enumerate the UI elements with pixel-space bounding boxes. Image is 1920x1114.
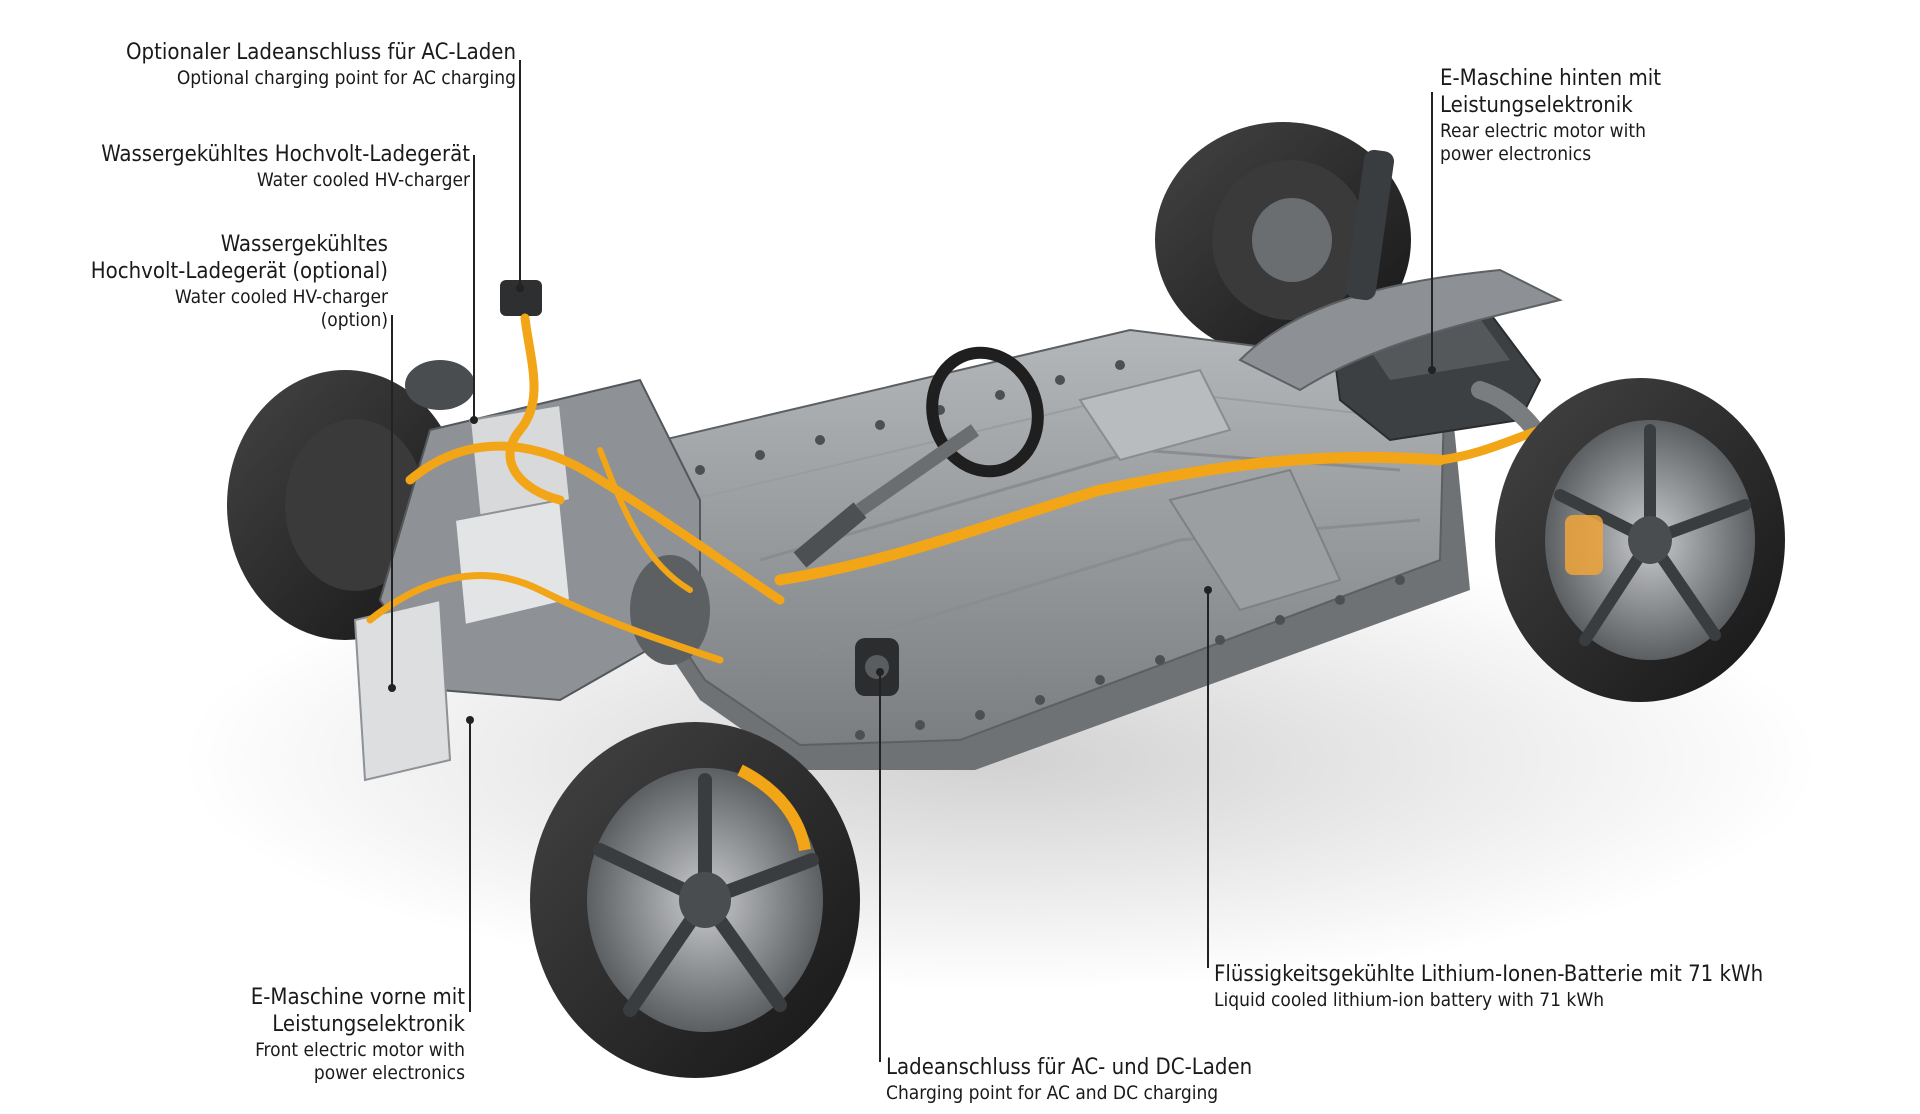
- callout-de-line: Leistungselektronik: [1440, 92, 1633, 118]
- callout-de-line: E-Maschine hinten mit: [1440, 66, 1662, 91]
- callout-de-line: E-Maschine vorne mit: [250, 985, 465, 1010]
- callout-en-line: power electronics: [313, 1061, 465, 1084]
- callout-acdc-port: Ladeanschluss für AC- und DC-Laden Charg…: [886, 1055, 1252, 1105]
- rear-right-wheel: [1495, 378, 1785, 702]
- callout-ac-port: Optionaler Ladeanschluss für AC-Laden Op…: [126, 40, 516, 90]
- steering-wheel: [793, 346, 1044, 568]
- hv-cables: [366, 313, 1545, 664]
- front-drive-unit: [353, 280, 710, 782]
- front-right-wheel: [530, 722, 860, 1078]
- callout-en-line: Front electric motor with: [255, 1038, 465, 1061]
- callout-de-line: Optionaler Ladeanschluss für AC-Laden: [125, 40, 516, 65]
- callout-en-line: power electronics: [1440, 142, 1592, 165]
- callout-de-line: Hochvolt-Ladegerät (optional): [90, 258, 388, 284]
- battery-pack: [618, 328, 1470, 770]
- callout-de-line: Ladeanschluss für AC- und DC-Laden: [886, 1055, 1253, 1080]
- callout-en-line: (option): [320, 308, 388, 331]
- callout-de-line: Flüssigkeitsgekühlte Lithium-Ionen-Batte…: [1214, 962, 1764, 987]
- callout-en-line: Rear electric motor with: [1440, 119, 1646, 142]
- leader-lines: [391, 60, 1433, 1062]
- callout-de-line: Wassergekühltes Hochvolt-Ladegerät: [101, 142, 470, 167]
- callout-rear-motor: E-Maschine hinten mit Leistungselektroni…: [1440, 66, 1661, 166]
- leader-endpoints: [388, 284, 1436, 724]
- callout-battery: Flüssigkeitsgekühlte Lithium-Ionen-Batte…: [1214, 962, 1763, 1012]
- callout-de-line: Wassergekühltes: [220, 232, 388, 257]
- callout-hv-charger: Wassergekühltes Hochvolt-Ladegerät Water…: [101, 142, 470, 192]
- callout-en-line: Liquid cooled lithium-ion battery with 7…: [1214, 988, 1605, 1011]
- callout-hv-charger-optional: Wassergekühltes Hochvolt-Ladegerät (opti…: [91, 232, 388, 332]
- callout-front-motor: E-Maschine vorne mit Leistungselektronik…: [251, 985, 465, 1085]
- callout-en-line: Water cooled HV-charger: [174, 285, 388, 308]
- callout-en-line: Water cooled HV-charger: [256, 168, 470, 191]
- callout-de-line: Leistungselektronik: [272, 1011, 465, 1037]
- ac-charging-port-icon: [500, 280, 542, 316]
- callout-en-line: Optional charging point for AC charging: [176, 66, 516, 89]
- callout-en-line: Charging point for AC and DC charging: [886, 1081, 1219, 1104]
